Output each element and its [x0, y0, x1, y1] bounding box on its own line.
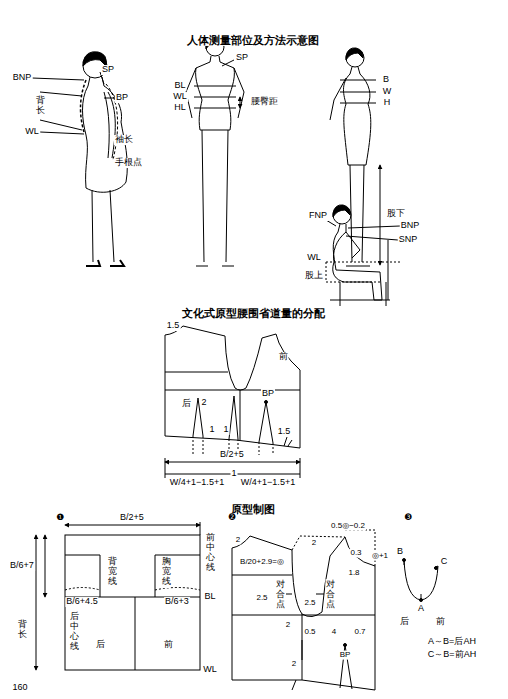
point-label: A: [417, 604, 425, 614]
formula: C～B=前AH: [427, 650, 477, 660]
measure-label: 背长: [36, 95, 45, 117]
measure-label: 袖长: [114, 135, 134, 145]
dimension: 1: [230, 469, 237, 479]
standing-figure-front: [186, 37, 244, 266]
point-label: B: [396, 547, 404, 557]
dimension: 2.5: [303, 599, 316, 608]
dimension: 2: [285, 621, 291, 630]
base-frame: [36, 522, 200, 670]
piece-name: 后: [95, 640, 106, 650]
line-label: 胸宽线: [162, 556, 171, 588]
piece-name: 前: [163, 640, 174, 650]
measure-label: 股下: [386, 209, 406, 219]
step-number: ❷: [227, 513, 237, 523]
seated-figure: [326, 205, 400, 306]
point-label: SNP: [398, 235, 419, 245]
piece-name: 后: [181, 399, 192, 409]
point-label: BNP: [400, 221, 421, 231]
measure-label: 股上: [304, 271, 324, 281]
page-number: 160: [11, 683, 28, 693]
dimension: ◎+1: [371, 552, 389, 561]
line-label: W: [382, 87, 393, 97]
dart-distribution-pattern: [165, 326, 300, 478]
line-label: 后中心线: [70, 611, 79, 653]
formula: A～B=后AH: [427, 637, 477, 647]
dimension: W/4+1−1.5+1: [169, 478, 225, 488]
line-label: BL: [203, 592, 216, 602]
line-label: 前中心线: [206, 532, 215, 574]
dimension: 0.7: [353, 628, 366, 637]
line-label: WL: [24, 127, 40, 137]
line-label: WL: [202, 665, 218, 675]
dimension: 0.3: [349, 549, 362, 558]
dimension: 0.5◎−0.2: [330, 522, 366, 531]
dimension: B/6+3: [164, 597, 190, 607]
armhole-check: [403, 559, 439, 602]
dimension: 2: [200, 398, 207, 408]
dimension: 2: [311, 539, 317, 548]
line-label: 背宽线: [108, 556, 117, 588]
point-label: BP: [115, 93, 129, 103]
line-label: BL: [173, 81, 186, 91]
piece-name: 后: [399, 617, 410, 627]
dimension: B/6+7: [9, 561, 35, 571]
dimension: W/4+1−1.5+1: [240, 478, 296, 488]
point-label: 手根点: [114, 158, 143, 168]
notch-label: 对合点: [276, 579, 285, 611]
point-label: SP: [235, 53, 249, 63]
notch-label: 对合点: [326, 579, 335, 611]
dimension: 1.8: [347, 569, 360, 578]
point-label: FNP: [308, 211, 328, 221]
dimension: B/2+5: [119, 513, 145, 523]
step-number: ❸: [403, 513, 413, 523]
dimension: 2: [235, 536, 241, 545]
section-title: 人体测量部位及方法示意图: [186, 34, 320, 46]
piece-name: 前: [278, 352, 289, 362]
bodice-draft: [232, 530, 375, 690]
line-label: HL: [173, 103, 187, 113]
point-label: C: [440, 557, 449, 567]
dimension: 2: [291, 660, 297, 669]
measure-label: 腰臀距: [250, 97, 279, 107]
dimension: 1: [208, 425, 215, 435]
dimension: 1.5: [277, 427, 292, 437]
point-label: BP: [339, 651, 352, 660]
line-label: WL: [172, 92, 188, 102]
dimension: B/6+4.5: [65, 597, 98, 607]
point-label: SP: [101, 65, 115, 75]
dimension: 0.5: [303, 628, 316, 637]
section-title: 文化式原型腰围省道量的分配: [181, 307, 326, 319]
line-label: H: [383, 98, 392, 108]
point-label: BP: [261, 389, 275, 399]
line-label: B: [382, 75, 390, 85]
dimension: B/20+2.9=◎: [239, 558, 285, 567]
line-label: WL: [306, 253, 322, 263]
dimension: 2.5: [255, 594, 268, 603]
step-number: ❶: [55, 513, 65, 523]
piece-name: 前: [435, 617, 446, 627]
dimension: 1: [222, 425, 229, 435]
dimension: 4: [331, 628, 337, 637]
dimension: B/2+5: [219, 450, 245, 460]
dimension: 1.5: [166, 321, 181, 331]
point-label: BNP: [12, 73, 33, 83]
measure-label: 背长: [18, 619, 27, 641]
